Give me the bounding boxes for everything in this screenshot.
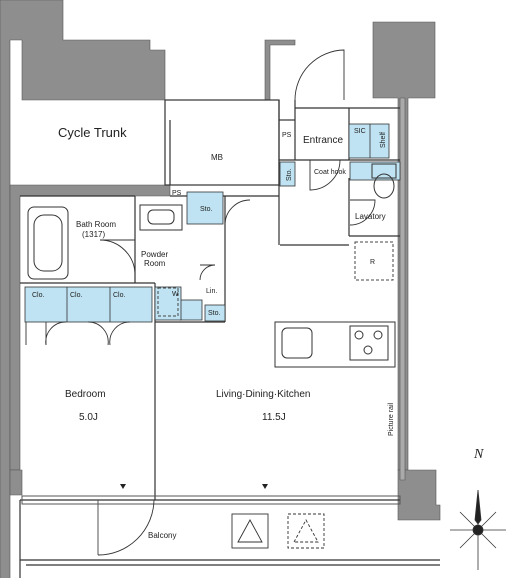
toilet <box>371 163 397 199</box>
label-powder-room-1: Powder <box>141 250 168 259</box>
label-sto-entry: Sto. <box>286 168 293 181</box>
label-coat-hook: Coat hook <box>314 169 346 176</box>
ac-units <box>231 513 325 549</box>
label-picture-rail: Picture rail <box>388 402 395 436</box>
label-balcony: Balcony <box>148 531 176 540</box>
label-ps-mid: PS <box>172 190 182 197</box>
label-linen: Lin. <box>206 288 217 295</box>
label-mb: MB <box>211 153 223 162</box>
label-bedroom-size: 5.0J <box>79 412 98 423</box>
label-entrance: Entrance <box>303 135 343 146</box>
washbasin <box>139 204 183 231</box>
storage-areas <box>24 123 401 323</box>
interior-lines <box>19 99 440 578</box>
label-closet-2: Clo. <box>70 292 83 299</box>
label-lavatory: Lavatory <box>355 212 386 221</box>
label-sto-washer: Sto. <box>208 310 221 317</box>
label-sto-bath: Sto. <box>200 206 213 213</box>
label-washer: W <box>172 291 179 298</box>
label-ldk-size: 11.5J <box>262 412 286 423</box>
label-closet-1: Clo. <box>32 292 45 299</box>
doors <box>25 49 376 556</box>
label-bath-room: Bath Room <box>76 220 116 229</box>
washer-space <box>157 287 179 317</box>
bathtub <box>27 206 69 280</box>
label-shelf: Shelf <box>380 132 387 148</box>
storage-dividers <box>66 124 371 322</box>
label-closet-3: Clo. <box>113 292 126 299</box>
label-ldk: Living·Dining·Kitchen <box>216 389 311 400</box>
label-refrigerator: R <box>370 259 375 266</box>
label-north: N <box>473 447 484 462</box>
label-bedroom: Bedroom <box>65 389 106 400</box>
label-sic: SIC <box>354 128 366 135</box>
window-markers <box>120 484 268 489</box>
balcony-frame <box>21 495 401 555</box>
walls <box>0 0 441 578</box>
label-cycle-trunk: Cycle Trunk <box>58 125 127 140</box>
label-bath-code: (1317) <box>82 230 105 239</box>
label-powder-room-2: Room <box>144 259 166 268</box>
label-ps-top: PS <box>282 132 292 139</box>
kitchen-counter <box>274 321 396 368</box>
refrigerator-space <box>354 241 394 281</box>
compass-rose <box>450 489 506 570</box>
